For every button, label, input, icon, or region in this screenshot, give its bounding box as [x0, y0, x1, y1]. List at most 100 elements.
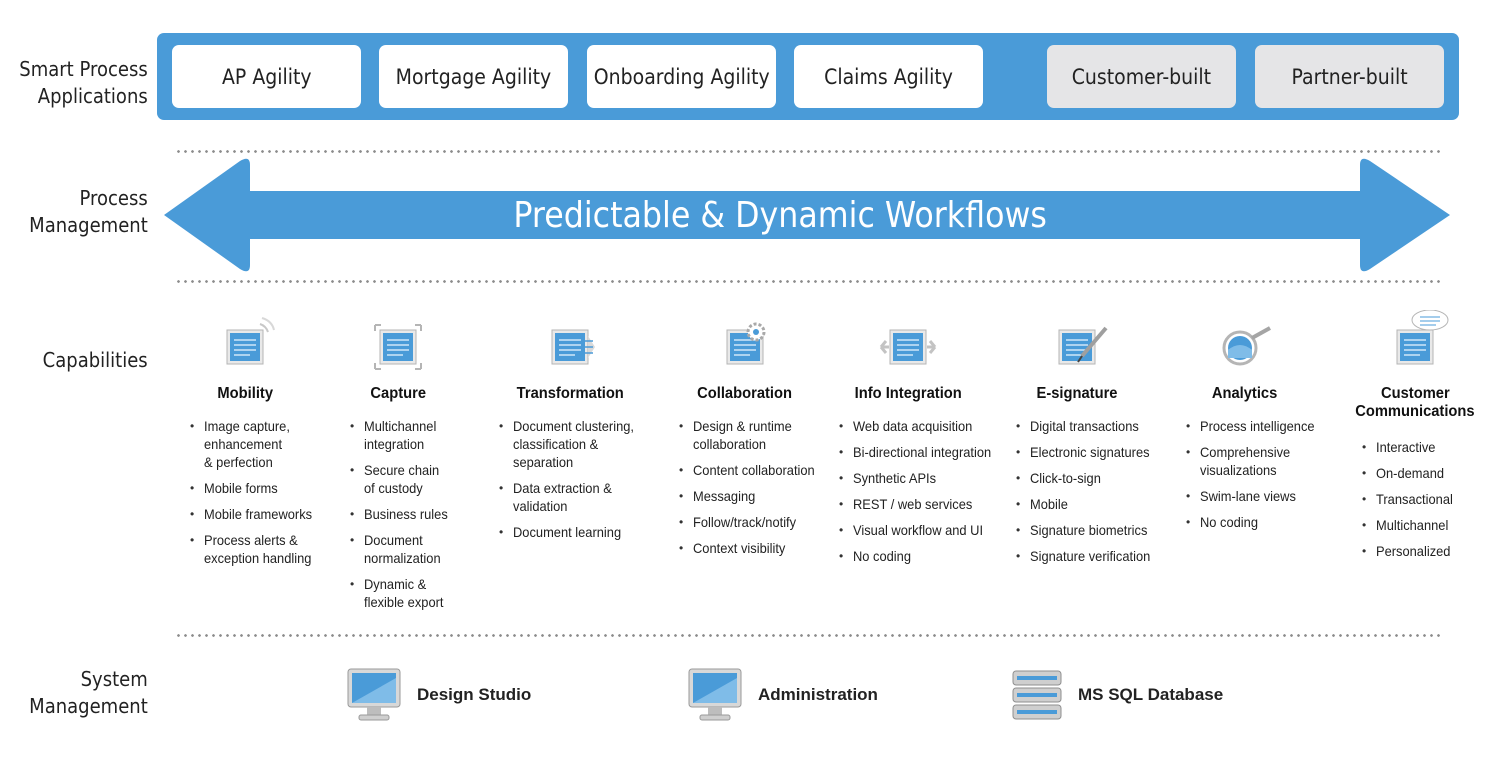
capability-feature-item: Context visibility	[679, 539, 854, 557]
capability-feature-text: Messaging	[693, 488, 756, 504]
row-label-line: Management	[29, 213, 148, 237]
system-item-ms-sql-database[interactable]: MS SQL Database	[1010, 668, 1223, 722]
capability-feature-text: Document	[364, 532, 423, 548]
capability-feature-item: Electronic signatures	[1016, 443, 1191, 461]
capability-title-line: Analytics	[1212, 385, 1278, 402]
capability-title: Info Integration	[821, 385, 996, 403]
workflow-arrow-text: Predictable & Dynamic Workflows	[513, 195, 1047, 236]
capability-feature-item: Mobile frameworks	[190, 505, 365, 523]
row-label-line: Process	[79, 186, 148, 210]
capability-feature-item: Signature biometrics	[1016, 521, 1191, 539]
capability-feature-list: Design & runtime collaborationContent col…	[679, 417, 854, 565]
capability-feature-text: Context visibility	[693, 540, 786, 556]
capability-feature-item: Synthetic APIs	[839, 469, 1014, 487]
mobile-doc-icon	[210, 310, 280, 380]
row-label-process-management: Process Management	[29, 185, 148, 239]
capability-feature-text: Digital transactions	[1030, 418, 1139, 434]
capability-title: Analytics	[1158, 385, 1333, 403]
analytics-magnifier-icon	[1210, 310, 1280, 380]
capability-feature-text: exception handling	[204, 550, 312, 566]
capability-feature-text: Dynamic &	[364, 576, 427, 592]
capability-feature-text: visualizations	[1200, 462, 1277, 478]
capability-feature-item: Mobile forms	[190, 479, 365, 497]
app-box-partner-built[interactable]: Partner-built	[1255, 45, 1444, 108]
capability-feature-item: Multichannel	[1362, 516, 1486, 534]
capability-feature-text: Web data acquisition	[853, 418, 973, 434]
capability-feature-item: Digital transactions	[1016, 417, 1191, 435]
capability-feature-text: Electronic signatures	[1030, 444, 1150, 460]
capability-feature-text: Signature biometrics	[1030, 522, 1148, 538]
capability-feature-text: separation	[513, 454, 574, 470]
double-arrow-workflow	[164, 158, 1450, 272]
capability-feature-text: Business rules	[364, 506, 448, 522]
capability-feature-text: of custody	[364, 480, 423, 496]
capability-feature-list: Web data acquisitionBi-directional integ…	[839, 417, 1014, 573]
app-box-label: Onboarding Agility	[593, 64, 770, 89]
capability-feature-text: enhancement	[204, 436, 283, 452]
capability-feature-text: Image capture,	[204, 418, 290, 434]
capability-feature-item: Signature verification	[1016, 547, 1191, 565]
capability-feature-item: Image capture, enhancement & perfection	[190, 417, 365, 471]
capability-feature-item: Business rules	[350, 505, 525, 523]
monitor-icon	[688, 668, 742, 721]
capability-feature-item: Content collaboration	[679, 461, 854, 479]
capability-feature-text: Swim-lane views	[1200, 488, 1296, 504]
capability-feature-text: integration	[364, 436, 425, 452]
capability-feature-text: Document clustering,	[513, 418, 634, 434]
capability-feature-item: Swim-lane views	[1186, 487, 1361, 505]
capability-feature-text: classification &	[513, 436, 599, 452]
divider-dotted	[175, 280, 1443, 283]
app-box-onboarding-agility[interactable]: Onboarding Agility	[587, 45, 776, 108]
collab-doc-icon	[710, 310, 780, 380]
capability-feature-text: validation	[513, 498, 568, 514]
capability-title-line: E-signature	[1036, 385, 1118, 402]
capability-feature-text: Signature verification	[1030, 548, 1151, 564]
app-box-claims-agility[interactable]: Claims Agility	[794, 45, 983, 108]
system-item-label: Administration	[758, 685, 878, 704]
capability-feature-item: Data extraction &validation	[499, 479, 674, 515]
system-item-administration[interactable]: Administration	[686, 666, 878, 724]
capability-title-line: Mobility	[217, 385, 273, 402]
capability-feature-text: Mobile forms	[204, 480, 278, 496]
app-box-label: Claims Agility	[824, 64, 953, 89]
capability-feature-text: collaboration	[693, 436, 767, 452]
capability-title: Mobility	[158, 385, 333, 403]
row-label-system-management: System Management	[29, 666, 148, 720]
capability-feature-text: Process intelligence	[1200, 418, 1315, 434]
capability-feature-item: Web data acquisition	[839, 417, 1014, 435]
capability-feature-text: No coding	[1200, 514, 1259, 530]
capability-feature-text: Follow/track/notify	[693, 514, 797, 530]
row-label-line: Management	[29, 694, 148, 718]
capability-title-line: Info Integration	[854, 385, 962, 402]
divider-dotted	[175, 150, 1443, 153]
capability-feature-text: Bi-directional integration	[853, 444, 992, 460]
capability-feature-text: On-demand	[1376, 465, 1445, 481]
row-label-line: Capabilities	[42, 348, 148, 372]
app-box-ap-agility[interactable]: AP Agility	[172, 45, 361, 108]
capability-feature-item: Document learning	[499, 523, 674, 541]
capability-title-line: Capture	[370, 385, 426, 402]
app-box-mortgage-agility[interactable]: Mortgage Agility	[379, 45, 568, 108]
capability-title: E-signature	[990, 385, 1165, 403]
capability-feature-text: No coding	[853, 548, 912, 564]
app-box-customer-built[interactable]: Customer-built	[1047, 45, 1236, 108]
system-item-label: MS SQL Database	[1078, 685, 1224, 704]
capability-feature-item: Dynamic &flexible export	[350, 575, 525, 611]
capability-feature-text: & perfection	[204, 454, 273, 470]
capability-feature-text: REST / web services	[853, 496, 973, 512]
capability-feature-list: Process intelligenceComprehensivevisuali…	[1186, 417, 1361, 539]
system-item-design-studio[interactable]: Design Studio	[345, 666, 531, 724]
capability-feature-item: Process intelligence	[1186, 417, 1361, 435]
capability-feature-text: Design & runtime	[693, 418, 792, 434]
capability-feature-text: Document learning	[513, 524, 622, 540]
capability-feature-item: Personalized	[1362, 542, 1486, 560]
capability-feature-item: No coding	[1186, 513, 1361, 531]
capability-title-line: Transformation	[516, 385, 624, 402]
row-label-line: Applications	[38, 84, 148, 108]
